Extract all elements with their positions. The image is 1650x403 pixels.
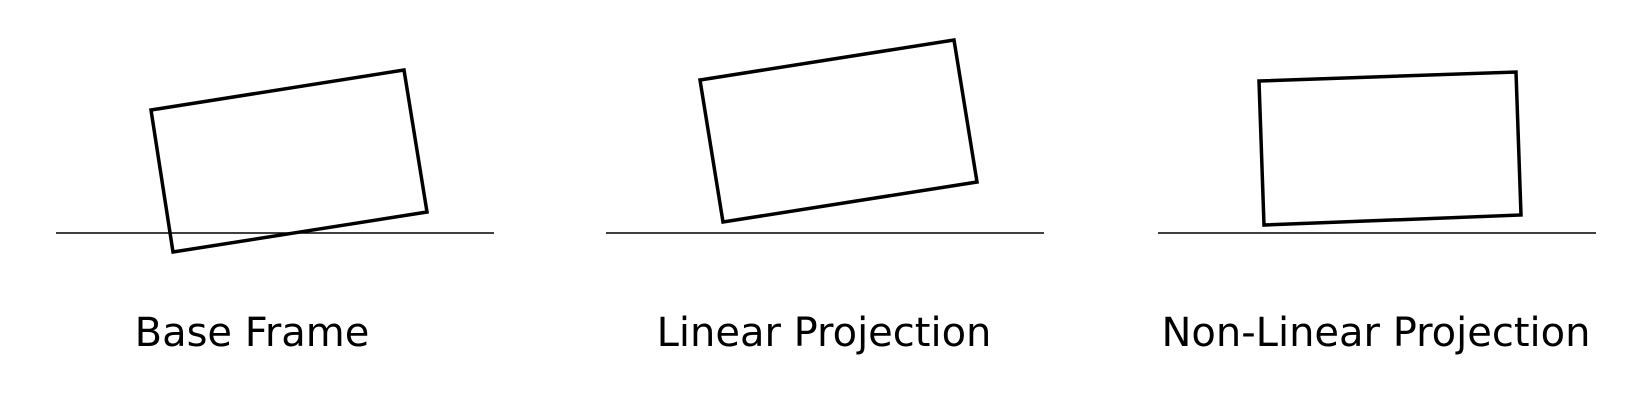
rectangle-non-linear-projection (1257, 70, 1523, 227)
rectangle-linear-projection (697, 38, 980, 224)
panel-non-linear-projection: Non-Linear Projection (1158, 70, 1596, 356)
panel-linear-projection: Linear Projection (606, 38, 1044, 356)
panel-label-non-linear-projection: Non-Linear Projection (1161, 310, 1590, 356)
rectangle-base-frame (149, 67, 430, 255)
panel-base-frame: Base Frame (56, 67, 494, 356)
panel-label-base-frame: Base Frame (135, 310, 370, 356)
panel-label-linear-projection: Linear Projection (657, 310, 992, 356)
